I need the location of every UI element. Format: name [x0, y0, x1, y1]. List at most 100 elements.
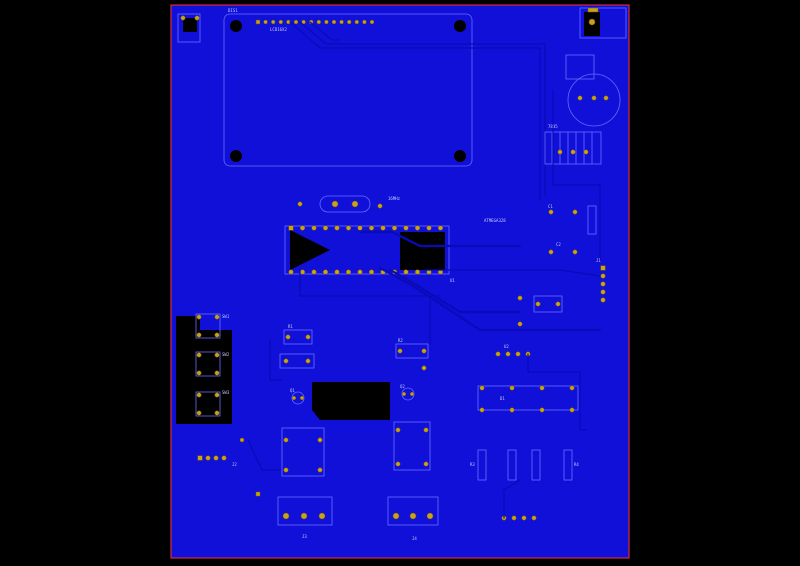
right-header-pins [600, 265, 606, 303]
lcd-trace-3 [309, 21, 341, 41]
driver1-trace [269, 339, 283, 381]
mcu-pin-pad [345, 225, 352, 231]
bl-header-pad [197, 455, 203, 461]
lcd-pin-pad [301, 19, 306, 25]
lcd-label: LCD16X2 [270, 27, 287, 32]
power-jack [579, 7, 627, 39]
q2-label: Q2 [400, 384, 405, 389]
lcd-module: LCD16X2 DIS1 [223, 8, 473, 167]
lcd-pin-pad [263, 19, 268, 25]
r2-label: R2 [398, 338, 403, 343]
driver3-trace [527, 353, 587, 431]
u2-label: U2 [504, 344, 509, 349]
j2-label: J2 [232, 462, 237, 467]
bl-header-pad [213, 455, 219, 461]
switch-outline [195, 351, 221, 377]
lcd-pin-pad [331, 19, 337, 25]
mcu-pin-pad [368, 225, 375, 231]
q1-label: Q1 [290, 388, 295, 393]
bl-header-pad [221, 455, 227, 461]
lcd-pin-pad [354, 19, 359, 25]
switch-array [195, 313, 221, 417]
mcu-pin-pad [299, 269, 306, 275]
c2-label: C2 [556, 242, 561, 247]
mcu-trace-3 [388, 268, 522, 314]
board-outline [170, 4, 630, 559]
mcu-pin-pad [391, 225, 398, 231]
right-header-pad [600, 273, 606, 279]
switch-pad [214, 392, 220, 398]
lcd-pin-pad [339, 19, 344, 25]
mcu-pin-pad [368, 269, 375, 275]
mcu-pin-pad [357, 225, 363, 231]
mid-right-connector [517, 295, 563, 327]
mcu-pin-pad [322, 269, 329, 275]
bottom-left-header [197, 437, 261, 497]
switch-pad [214, 410, 220, 416]
mcu-pin-pad [288, 269, 294, 275]
lcd-pin-pad [324, 19, 329, 25]
lcd-pin-pad [347, 19, 352, 25]
right-header-pad [600, 265, 606, 271]
driver-3: R3 R4 U2 D1 [470, 344, 579, 521]
mcu-pin-pad [311, 225, 317, 231]
copper-pour [171, 5, 629, 558]
switch-outline [195, 391, 221, 417]
j1-label: J1 [596, 258, 601, 263]
mcu-trace-4 [299, 269, 441, 297]
mcu-pin-pad [334, 225, 340, 231]
c1-label: C1 [548, 204, 553, 209]
u1-label: U1 [450, 278, 455, 283]
switch-pad [196, 314, 202, 320]
crystal: 16MHz [297, 195, 401, 213]
switch-pad [196, 410, 202, 416]
mcu-pin-pad [380, 225, 386, 231]
mcu-pin-pad [403, 225, 409, 231]
mcu-pin-pad [357, 269, 363, 275]
lcd-pin-pad [316, 19, 321, 25]
mcu-trace-2 [378, 266, 602, 332]
bl-via-pad [255, 491, 261, 497]
lcd-pin-pad [369, 19, 375, 25]
switch-pad [196, 392, 202, 398]
bl-via-pad [239, 437, 245, 443]
switch-pad [214, 314, 220, 320]
lcd-pin-pad [271, 19, 276, 25]
switch-pad [196, 332, 202, 338]
j4-label: J4 [412, 536, 417, 541]
sw2-label: SW2 [222, 352, 230, 357]
top-left-button [177, 13, 201, 43]
mcu-trace-5 [424, 269, 601, 277]
power-trace [552, 89, 601, 261]
switch-pad [214, 352, 220, 358]
driver3-trace-2 [503, 479, 521, 519]
mcu-pin-pad [414, 225, 421, 231]
mcu-pin-pad [334, 269, 340, 275]
left-ground-cut [176, 316, 232, 424]
sw3-label: SW3 [222, 390, 230, 395]
switch-pad [214, 332, 220, 338]
lcd-trace-1 [289, 21, 541, 201]
display-ref-label: DIS1 [228, 8, 238, 13]
mcu-trace-1 [358, 230, 522, 248]
lcd-pin-pad [362, 19, 367, 25]
r3-label: R3 [470, 462, 475, 467]
mcu-pin-pad [311, 269, 317, 275]
switch-pad [214, 370, 220, 376]
mcu-pin-pad [437, 225, 444, 231]
switch-pad [196, 352, 202, 358]
right-header-pad [600, 289, 606, 295]
driver-1: R1 Q1 J3 [277, 324, 390, 539]
mcu-pin-pad [403, 269, 409, 275]
mcu-pin-pad [322, 225, 329, 231]
lcd-pin-pad [255, 19, 261, 25]
driver1-trace-2 [247, 439, 281, 471]
mcu-pins [288, 225, 444, 275]
driver-2: R2 Q2 J4 [387, 338, 439, 541]
lcd-pin-pad [293, 19, 299, 25]
mcu-pin-pad [288, 225, 294, 231]
d1-label: D1 [500, 396, 505, 401]
right-header-pad [600, 297, 606, 303]
right-passives: C1 C2 [548, 204, 597, 255]
